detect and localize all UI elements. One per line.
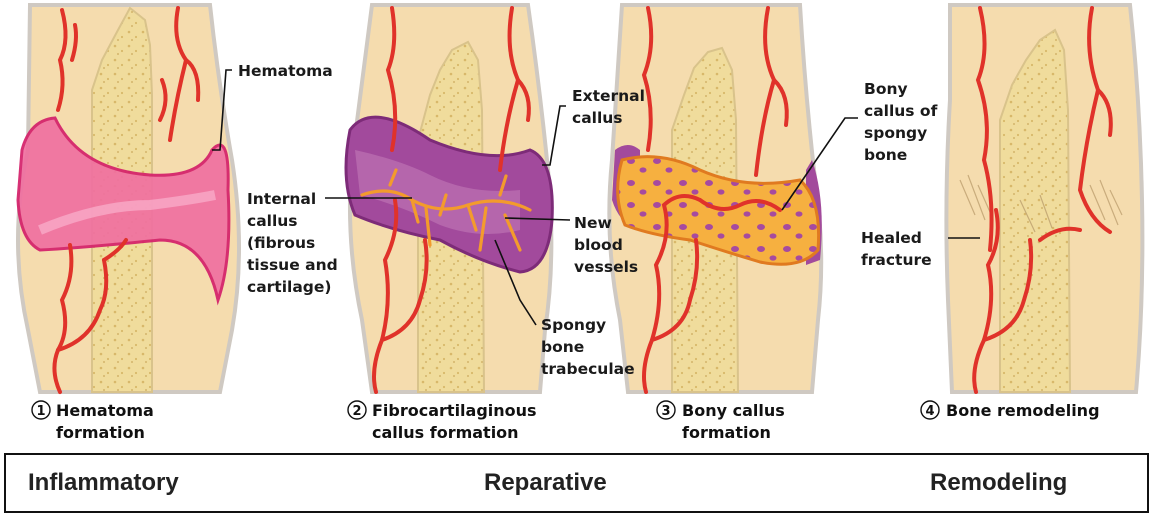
bone-healing-diagram: Hematoma Internal callus (fibrous tissue… — [0, 0, 1160, 445]
svg-text:3: 3 — [661, 404, 670, 419]
svg-text:Bony callus: Bony callus — [682, 401, 785, 420]
label-bony-callus: Bony callus of spongy bone — [864, 80, 943, 164]
healing-phase-bar: Inflammatory Reparative Remodeling — [4, 453, 1149, 513]
svg-text:2: 2 — [352, 404, 361, 419]
svg-text:callus formation: callus formation — [372, 423, 519, 442]
label-internal-callus: Internal callus (fibrous tissue and cart… — [247, 190, 343, 296]
label-healed-fracture: Healed fracture — [861, 229, 932, 269]
phase-inflammatory: Inflammatory — [28, 469, 179, 497]
panel-1-illustration — [18, 5, 239, 392]
phase-remodeling: Remodeling — [930, 469, 1067, 497]
svg-text:1: 1 — [36, 404, 45, 419]
svg-text:Fibrocartilaginous: Fibrocartilaginous — [372, 401, 537, 420]
svg-text:formation: formation — [56, 423, 145, 442]
label-hematoma: Hematoma — [238, 62, 333, 80]
svg-text:Bone remodeling: Bone remodeling — [946, 401, 1100, 420]
caption-panel-2: 2 Fibrocartilaginous callus formation — [348, 401, 537, 442]
caption-panel-4: 4 Bone remodeling — [921, 401, 1100, 420]
svg-text:formation: formation — [682, 423, 771, 442]
svg-text:Hematoma: Hematoma — [56, 401, 154, 420]
caption-panel-1: 1 Hematoma formation — [32, 401, 154, 442]
caption-panel-3: 3 Bony callus formation — [657, 401, 785, 442]
panel-4-illustration — [946, 5, 1142, 392]
svg-text:4: 4 — [925, 404, 934, 419]
phase-reparative: Reparative — [484, 469, 607, 497]
